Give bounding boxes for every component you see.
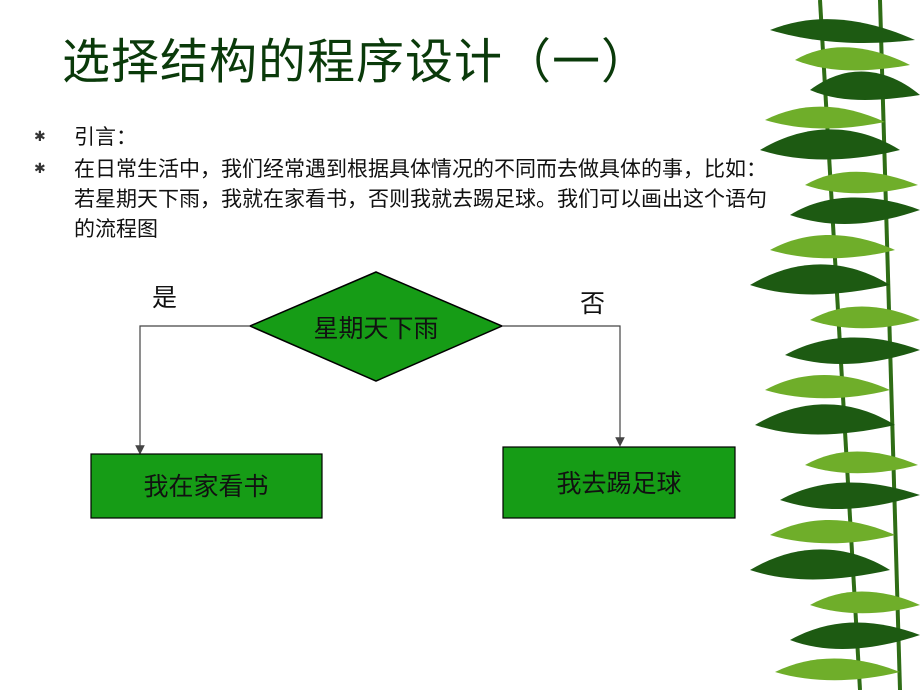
yes-branch-line: [135, 325, 250, 455]
bullet-text: 引言：: [74, 125, 137, 149]
flowchart: 星期天下雨 是 否 我在家看书 我去踢足球: [90, 271, 736, 519]
asterisk-bullet-icon: ✱: [34, 129, 46, 145]
decision-diamond: [248, 271, 504, 382]
bullet-item-description: ✱ 在日常生活中，我们经常遇到根据具体情况的不同而去做具体的事，比如：若星期天下…: [30, 154, 770, 244]
asterisk-bullet-icon: ✱: [34, 161, 46, 177]
yes-action-label: 我在家看书: [143, 472, 268, 501]
no-label: 否: [580, 289, 605, 318]
slide-title: 选择结构的程序设计（一）: [62, 34, 651, 90]
no-branch-line: [502, 325, 625, 447]
yes-label: 是: [152, 283, 177, 312]
bullet-text: 在日常生活中，我们经常遇到根据具体情况的不同而去做具体的事，比如：若星期天下雨，…: [74, 157, 767, 241]
no-action-box: [502, 446, 736, 519]
no-action-label: 我去踢足球: [556, 469, 681, 498]
decision-label: 星期天下雨: [313, 314, 438, 343]
bullet-item-intro: ✱ 引言：: [30, 122, 770, 152]
yes-action-box: [90, 453, 323, 519]
bamboo-leaves-icon: [750, 0, 920, 690]
bullet-list: ✱ 引言： ✱ 在日常生活中，我们经常遇到根据具体情况的不同而去做具体的事，比如…: [30, 122, 770, 246]
